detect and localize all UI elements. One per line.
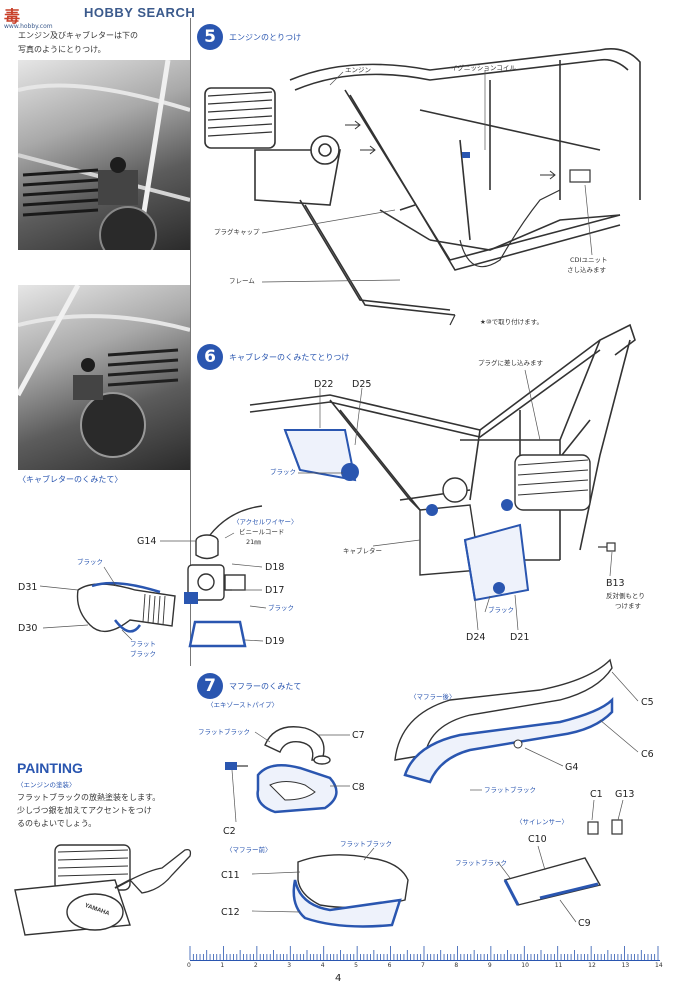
carb-label-vinyl-1: ビニールコード <box>239 528 285 536</box>
step7-g13: G13 <box>615 789 635 800</box>
carb-label-d17: D17 <box>265 585 285 596</box>
ruler-tick-label: 10 <box>521 962 529 969</box>
step-6-number: 6 <box>197 344 223 370</box>
painting-line-2: 少しづつ銀を加えてアクセントをつけ <box>17 806 152 815</box>
carb-label-accel-wire: 〈アクセルワイヤー〉 <box>233 518 298 526</box>
step-6-title: キャブレターのくみたてとりつけ <box>229 353 350 362</box>
step5-label-cdi-1: CDIユニット <box>570 256 608 264</box>
step6-label-plug-insert: プラグに差し込みます <box>478 359 543 367</box>
step5-label-frame: フレーム <box>229 277 255 285</box>
step7-exhaust-pipe: 〈エキゾーストパイプ〉 <box>207 701 279 709</box>
step7-flat-black-c: フラットブラック <box>340 840 392 848</box>
step-5-number: 5 <box>197 24 223 50</box>
ruler-tick-label: 0 <box>187 962 191 969</box>
step7-flat-black-d: フラットブラック <box>455 859 507 867</box>
ruler-tick-label: 6 <box>387 962 392 969</box>
step5-label-plug-cap: プラグキャップ <box>214 228 260 236</box>
ruler-tick-label: 8 <box>454 962 459 969</box>
carb-label-black-2: ブラック <box>268 604 294 612</box>
step7-c5: C5 <box>641 697 654 708</box>
step7-c11: C11 <box>221 870 240 881</box>
step7-c8: C8 <box>352 782 365 793</box>
step6-label-opp-1: 反対側もとり <box>606 592 645 600</box>
step-7-number: 7 <box>197 673 223 699</box>
step7-flat-black-b: フラットブラック <box>484 786 536 794</box>
ruler-tick-label: 5 <box>354 962 358 969</box>
carb-label-flat-black-2: ブラック <box>130 650 156 658</box>
step5-label-ignition: イグニッションコイル <box>451 64 516 72</box>
step7-c1: C1 <box>590 789 603 800</box>
carb-label-d18: D18 <box>265 562 285 573</box>
step7-muffler-rear: 〈マフラー後〉 <box>410 693 456 701</box>
step6-label-d21: D21 <box>510 632 530 643</box>
step7-flat-black-a: フラットブラック <box>198 728 250 736</box>
intro-line-2: 写真のようにとりつけ。 <box>18 45 106 54</box>
ruler-tick-label: 7 <box>421 962 425 969</box>
step7-c2: C2 <box>223 826 236 837</box>
photo-detail-top <box>18 60 190 250</box>
step5-label-cdi-2: さし込みます <box>567 266 606 274</box>
ruler-tick-label: 12 <box>588 962 596 969</box>
ruler-tick-label: 14 <box>655 962 663 969</box>
step6-label-black: ブラック <box>270 468 296 476</box>
engine-photo-top <box>18 60 190 250</box>
carb-label-black-1: ブラック <box>77 558 103 566</box>
carb-label-d31: D31 <box>18 582 38 593</box>
step7-g4: G4 <box>565 762 579 773</box>
ruler-tick-label: 3 <box>287 962 292 969</box>
ruler-tick-label: 9 <box>487 962 492 969</box>
ruler-tick-label: 1 <box>220 962 225 969</box>
carb-label-vinyl-2: 21㎜ <box>246 538 261 546</box>
step6-label-d25: D25 <box>352 379 372 390</box>
painting-sub: 〈エンジンの塗装〉 <box>17 781 76 789</box>
step6-label-d24: D24 <box>466 632 486 643</box>
step6-label-b13: B13 <box>606 578 625 589</box>
carb-label-flat-black-1: フラット <box>130 640 156 648</box>
column-divider <box>190 18 191 666</box>
step5-label-engine: エンジン <box>345 66 371 74</box>
step6-label-black-2: ブラック <box>488 606 514 614</box>
painting-line-1: フラットブラックの放熱塗装をします。 <box>17 793 161 802</box>
ruler <box>190 944 660 961</box>
photo-caption: 〈キャブレターのくみたて〉 <box>18 475 123 484</box>
intro-line-1: エンジン及びキャブレターは下の <box>18 31 138 40</box>
carb-label-d19: D19 <box>265 636 285 647</box>
engine-mark: YAMAHA <box>83 902 111 918</box>
step7-c12: C12 <box>221 907 240 918</box>
painting-line-3: るのもよいでしょう。 <box>17 819 97 828</box>
page-number: 4 <box>335 973 342 984</box>
carb-label-g14: G14 <box>137 536 157 547</box>
step7-c10: C10 <box>528 834 547 845</box>
step6-label-carb: キャブレター <box>343 547 382 555</box>
step7-muffler-front: 〈マフラー前〉 <box>226 846 272 854</box>
watermark-site: HOBBY SEARCH <box>84 5 196 20</box>
watermark-logo: 毒 <box>4 7 21 26</box>
photo-detail-bottom <box>18 285 190 458</box>
watermark-url: www.hobby.com <box>4 23 53 30</box>
ruler-tick-label: 13 <box>621 962 630 969</box>
step-7-title: マフラーのくみたて <box>229 682 302 691</box>
step6-label-opp-2: つけます <box>615 602 641 610</box>
ruler-tick-label: 2 <box>253 962 258 969</box>
engine-photo-bottom <box>18 285 190 470</box>
step5-label-bolt-note: ★⑩で取り付けます。 <box>480 318 544 326</box>
painting-heading: PAINTING <box>17 760 83 776</box>
ruler-tick-label: 11 <box>554 962 563 969</box>
step-5-title: エンジンのとりつけ <box>229 33 302 42</box>
step7-c9: C9 <box>578 918 591 929</box>
step7-c7: C7 <box>352 730 365 741</box>
ruler-tick-label: 4 <box>320 962 325 969</box>
step7-c6: C6 <box>641 749 654 760</box>
carb-label-d30: D30 <box>18 623 38 634</box>
step6-label-d22: D22 <box>314 379 334 390</box>
step7-silencer: 〈サイレンサー〉 <box>516 818 568 826</box>
